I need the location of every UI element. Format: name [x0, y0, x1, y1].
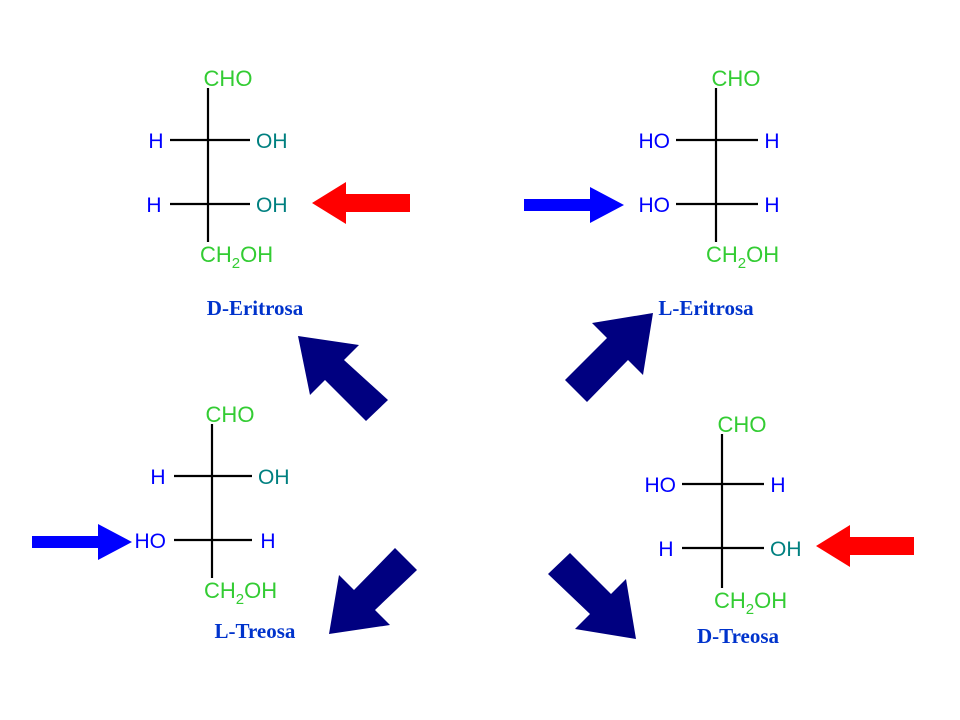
row1-right-group: H [764, 130, 779, 153]
row1-right-group: H [770, 474, 785, 497]
blue-arrow-l-eritrosa [524, 187, 624, 223]
navy-arrow-up-left [298, 336, 388, 421]
row1-left-group: H [148, 130, 163, 153]
row2-left-group: HO [639, 194, 671, 217]
top-group: CHO [206, 402, 255, 427]
molecule-d-eritrosa: CHO H OH H OH CH2OH D-Eritrosa [146, 66, 303, 320]
row2-left-group: H [658, 538, 673, 561]
row2-right-group: H [260, 530, 275, 553]
blue-arrow-l-treosa [32, 524, 132, 560]
molecule-d-treosa: CHO HO H H OH CH2OH D-Treosa [645, 412, 802, 648]
row2-right-group: H [764, 194, 779, 217]
row1-left-group: H [150, 466, 165, 489]
bottom-group: CH2OH [706, 242, 779, 272]
red-arrow-d-treosa [816, 525, 914, 567]
row2-right-group: OH [256, 194, 288, 217]
navy-arrow-down-left [329, 548, 417, 634]
navy-arrow-up-right [565, 313, 653, 402]
isomer-name-label: D-Eritrosa [207, 296, 304, 320]
row2-left-group: HO [135, 530, 167, 553]
isomer-name-label: L-Treosa [215, 619, 296, 643]
row1-left-group: HO [645, 474, 677, 497]
top-group: CHO [718, 412, 767, 437]
isomer-name-label: L-Eritrosa [658, 296, 754, 320]
row2-right-group: OH [770, 538, 802, 561]
red-arrow-d-eritrosa [312, 182, 410, 224]
navy-arrow-down-right [548, 553, 636, 639]
row1-left-group: HO [639, 130, 671, 153]
bottom-group: CH2OH [714, 588, 787, 618]
molecule-l-eritrosa: CHO HO H HO H CH2OH L-Eritrosa [639, 66, 780, 320]
top-group: CHO [712, 66, 761, 91]
molecule-l-treosa: CHO H OH HO H CH2OH L-Treosa [135, 402, 296, 643]
bottom-group: CH2OH [204, 578, 277, 608]
bottom-group: CH2OH [200, 242, 273, 272]
row1-right-group: OH [256, 130, 288, 153]
row1-right-group: OH [258, 466, 290, 489]
row2-left-group: H [146, 194, 161, 217]
isomer-name-label: D-Treosa [697, 624, 780, 648]
top-group: CHO [204, 66, 253, 91]
